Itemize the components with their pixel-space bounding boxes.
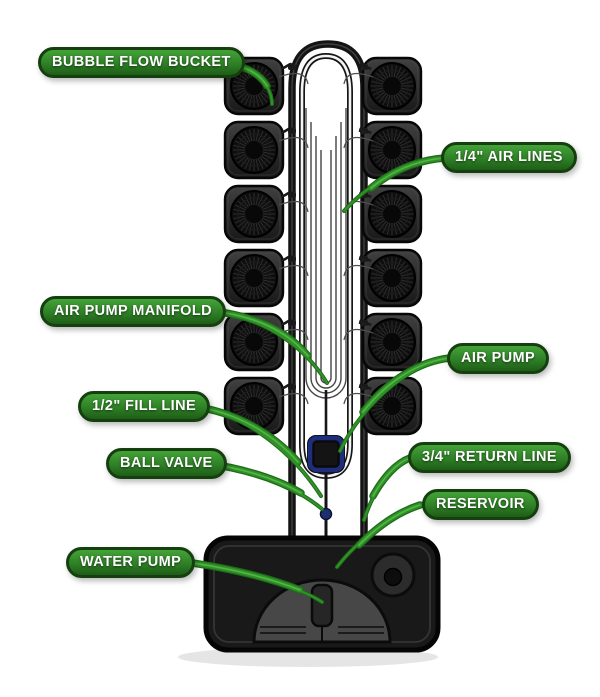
air-line-tap [343, 328, 374, 341]
water-hook [280, 190, 294, 199]
label-air-lines-text: 1/4" AIR LINES [455, 149, 563, 165]
label-water-pump-text: WATER PUMP [80, 554, 182, 570]
water-hook [358, 382, 372, 391]
label-fill-line-text: 1/2" FILL LINE [92, 398, 197, 414]
label-water-pump: WATER PUMP [66, 547, 196, 578]
bucket [361, 248, 423, 308]
water-hook [280, 126, 294, 135]
water-hook [358, 126, 372, 135]
air-pump-body [307, 435, 345, 473]
air-line-tap [343, 392, 374, 405]
air-line-tap [343, 136, 374, 149]
leader-air-lines-gloss [370, 157, 446, 189]
bucket [223, 184, 285, 244]
label-reservoir-text: RESERVOIR [436, 496, 525, 512]
bucket [361, 184, 423, 244]
leader-reservoir-gloss [358, 504, 421, 546]
reservoir-fitting-hole [383, 567, 403, 587]
water-hook [280, 62, 294, 71]
manifold-hairpin [320, 150, 332, 384]
manifold-hairpin [305, 108, 347, 399]
air-line-tap [278, 392, 309, 405]
water-pump-body [310, 583, 334, 628]
leader-air-pump-gloss [362, 357, 451, 413]
ball-valve [319, 507, 333, 521]
leader-return-line-gloss [372, 457, 411, 497]
label-ball-valve-text: BALL VALVE [120, 455, 213, 471]
air-pump-manifold-lines [305, 108, 347, 399]
bucket [223, 120, 285, 180]
leader-water-pump-gloss [177, 560, 301, 591]
bucket-connectors [278, 62, 374, 405]
label-return-line: 3/4" RETURN LINE [408, 442, 571, 473]
air-line-tap [278, 72, 309, 85]
label-ball-valve: BALL VALVE [106, 448, 227, 479]
water-hook [358, 318, 372, 327]
label-air-pump-manifold: AIR PUMP MANIFOLD [40, 296, 226, 327]
water-hook [280, 382, 294, 391]
bucket [223, 248, 285, 308]
label-reservoir: RESERVOIR [422, 489, 539, 520]
air-line-tap [343, 72, 374, 85]
label-air-pump-manifold-text: AIR PUMP MANIFOLD [54, 303, 212, 319]
label-air-pump: AIR PUMP [447, 343, 550, 374]
label-air-lines: 1/4" AIR LINES [441, 142, 577, 173]
air-line-tap [343, 264, 374, 277]
water-hook [358, 62, 372, 71]
bucket [361, 312, 423, 372]
air-line-tap [278, 264, 309, 277]
bucket [361, 56, 423, 116]
manifold-hairpin [315, 136, 337, 389]
label-air-pump-text: AIR PUMP [461, 350, 536, 366]
air-line-tap [278, 136, 309, 149]
water-hook [280, 254, 294, 263]
water-hook [280, 318, 294, 327]
label-bubble-flow-bucket: BUBBLE FLOW BUCKET [38, 47, 245, 78]
water-hook [358, 254, 372, 263]
label-return-line-text: 3/4" RETURN LINE [422, 449, 557, 465]
label-fill-line: 1/2" FILL LINE [78, 391, 211, 422]
air-pump-face [314, 442, 338, 466]
air-line-tap [278, 200, 309, 213]
label-bubble-flow-bucket-text: BUBBLE FLOW BUCKET [52, 54, 231, 70]
